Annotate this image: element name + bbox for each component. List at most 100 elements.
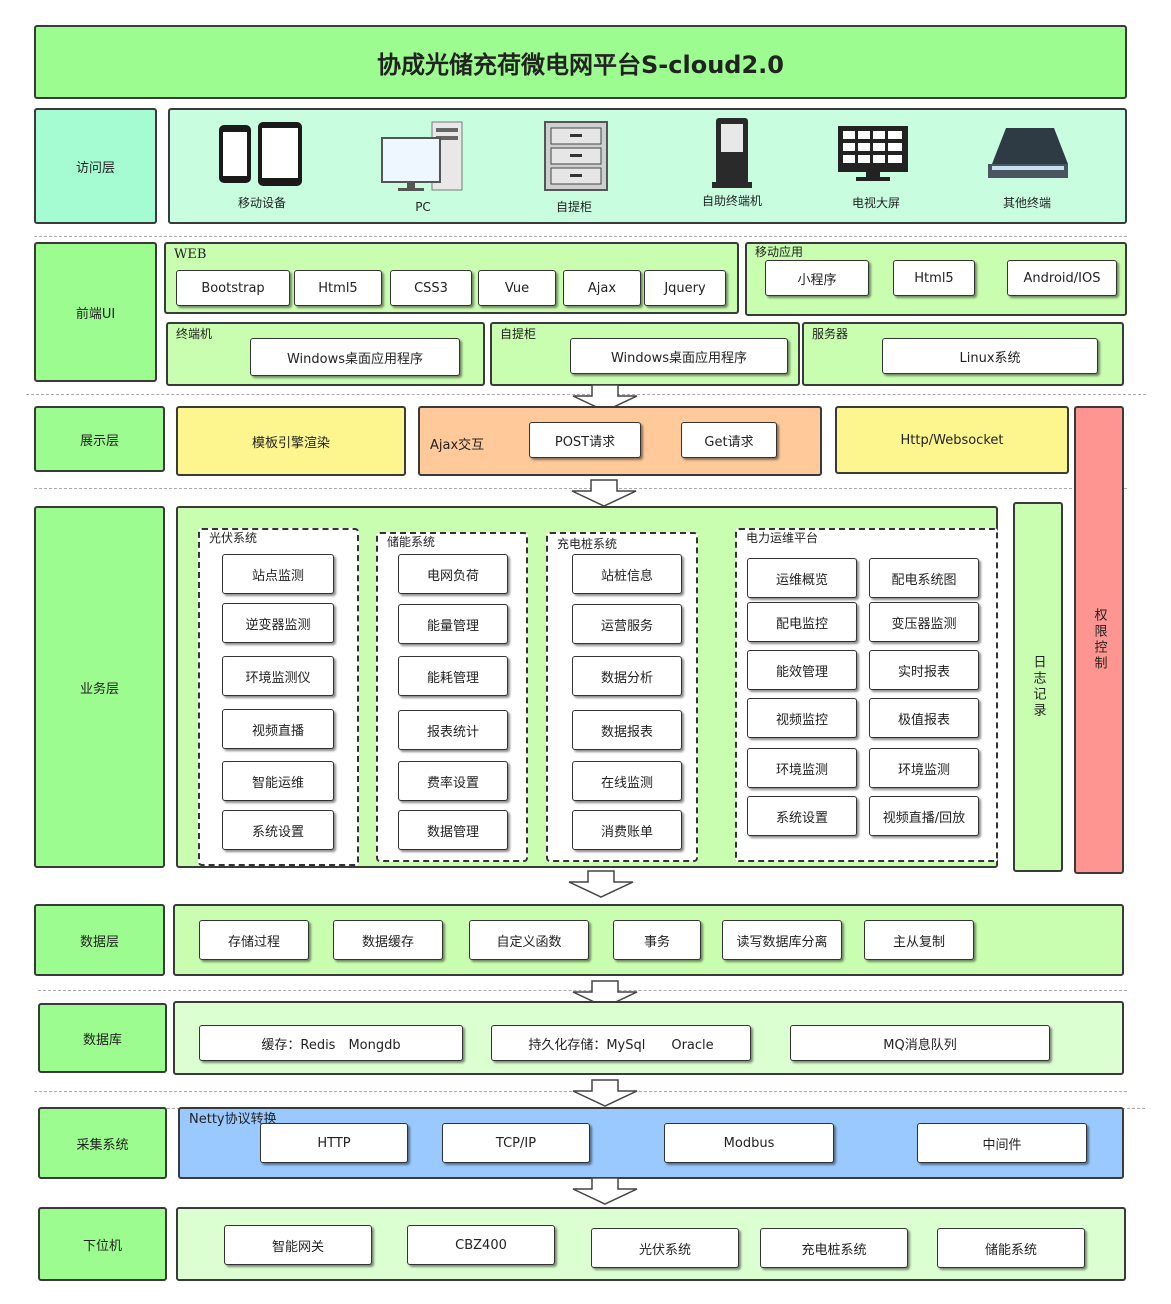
scanner-icon [984,124,1072,186]
charging-item: 在线监测 [572,761,682,801]
auth-control-label: 权限控制 [1091,608,1107,672]
mobile-devices-icon [216,122,306,188]
flow-arrow [571,479,637,507]
data-item: 主从复制 [864,920,974,960]
device-item: CBZ400 [407,1225,555,1265]
storage-item: 报表统计 [398,710,508,750]
access-device-label: PC [415,200,431,214]
flow-arrow [572,384,638,412]
log-record-box: 日志记录 [1013,502,1063,872]
business-panel: 光伏系统 站点监测 逆变器监测 环境监测仪 视频直播 智能运维 系统设置 储能系… [176,506,998,868]
om-item: 环境监测 [747,748,857,788]
web-item-ajax: Ajax [563,270,641,306]
http-websocket-box: Http/Websocket [835,406,1069,474]
pv-item: 系统设置 [222,810,334,850]
data-item: 自定义函数 [469,920,589,960]
post-request: POST请求 [529,422,641,458]
access-device-label: 其他终端 [1002,196,1051,210]
layer-label-display: 展示层 [34,406,165,472]
storage-item: 费率设置 [398,761,508,801]
layer-label-frontend: 前端UI [34,242,157,382]
cabinet-panel: 自提柜 Windows桌面应用程序 [490,322,800,386]
flow-arrow [572,1079,638,1107]
om-item: 实时报表 [869,650,979,690]
ajax-panel: Ajax交互 POST请求 Get请求 [418,406,822,476]
charging-item: 消费账单 [572,810,682,850]
charging-item: 站桩信息 [572,554,682,594]
kiosk-icon [710,116,754,190]
web-item-vue: Vue [478,270,556,306]
web-item-css3: CSS3 [390,270,472,306]
layer-label-device: 下位机 [38,1207,167,1281]
pv-item: 视频直播 [222,709,334,749]
storage-item: 能耗管理 [398,656,508,696]
flow-arrow [572,1177,638,1205]
protocol-item: HTTP [260,1123,408,1163]
om-item: 变压器监测 [869,602,979,642]
pv-item: 环境监测仪 [222,656,334,696]
server-panel-title: 服务器 [812,327,849,341]
access-device-label: 移动设备 [237,196,286,210]
protocol-item: Modbus [664,1123,834,1163]
device-item: 充电桩系统 [760,1228,908,1268]
layer-divider [26,394,1146,395]
om-platform-group: 电力运维平台 运维概览 配电监控 能效管理 视频监控 环境监测 系统设置 配电系… [735,528,998,862]
storage-system-title: 储能系统 [387,535,436,549]
mobile-item-miniprogram: 小程序 [765,260,869,296]
page-title-bar: 协成光储充荷微电网平台S-cloud2.0 [34,25,1127,99]
device-item: 智能网关 [224,1225,372,1265]
data-item: 数据缓存 [333,920,443,960]
om-item: 视频监控 [747,698,857,738]
om-item: 视频直播/回放 [869,796,979,836]
om-item: 运维概览 [747,558,857,598]
layer-label-business: 业务层 [34,506,165,868]
pv-system-group: 光伏系统 站点监测 逆变器监测 环境监测仪 视频直播 智能运维 系统设置 [198,528,359,866]
terminal-item: Windows桌面应用程序 [250,338,460,376]
access-panel: 移动设备 PC 自提柜 自助终端机 [168,108,1127,224]
om-platform-title: 电力运维平台 [746,531,819,545]
web-item-bootstrap: Bootstrap [176,270,290,306]
web-item-jquery: Jquery [644,270,726,306]
om-item: 极值报表 [869,698,979,738]
pv-item: 智能运维 [222,761,334,801]
charging-item: 数据分析 [572,656,682,696]
layer-label-data: 数据层 [34,904,165,976]
storage-item: 数据管理 [398,810,508,850]
om-item: 系统设置 [747,796,857,836]
pv-system-title: 光伏系统 [209,531,258,545]
web-item-html5: Html5 [294,270,382,306]
data-item: 读写数据库分离 [722,920,842,960]
server-panel: 服务器 Linux系统 [802,322,1124,386]
data-layer-panel: 存储过程 数据缓存 自定义函数 事务 读写数据库分离 主从复制 [173,904,1124,976]
access-device-label: 电视大屏 [851,196,900,210]
page-title: 协成光储充荷微电网平台S-cloud2.0 [377,50,784,79]
get-request: Get请求 [681,422,777,458]
mobile-app-panel: 移动应用 小程序 Html5 Android/IOS [745,242,1127,316]
database-panel: 缓存：Redis Mongdb 持久化存储：MySql Oracle MQ消息队… [173,1001,1124,1075]
layer-divider [38,990,1127,991]
om-item: 配电监控 [747,602,857,642]
layer-label-collection: 采集系统 [38,1107,167,1179]
netty-panel: Netty协议转换 HTTP TCP/IP Modbus 中间件 [178,1107,1124,1179]
storage-item: 电网负荷 [398,554,508,594]
charging-item: 数据报表 [572,710,682,750]
om-item: 配电系统图 [869,558,979,598]
protocol-item: 中间件 [917,1123,1087,1163]
layer-divider [34,488,1127,489]
template-engine-box: 模板引擎渲染 [176,406,406,476]
om-item: 环境监测 [869,748,979,788]
protocol-item: TCP/IP [442,1123,590,1163]
pv-item: 逆变器监测 [222,603,334,643]
charging-item: 运营服务 [572,604,682,644]
web-panel-title: WEB [174,247,207,262]
mobile-item-android-ios: Android/IOS [1007,260,1117,296]
layer-divider [34,236,1127,237]
pc-icon [380,120,466,194]
pv-item: 站点监测 [222,554,334,594]
device-panel: 智能网关 CBZ400 光伏系统 充电桩系统 储能系统 [176,1207,1126,1281]
log-record-label: 日志记录 [1030,655,1046,719]
storage-system-group: 储能系统 电网负荷 能量管理 能耗管理 报表统计 费率设置 数据管理 [376,532,528,862]
mobile-app-title: 移动应用 [755,245,804,259]
terminal-panel: 终端机 Windows桌面应用程序 [166,322,485,386]
auth-control-box: 权限控制 [1074,406,1124,874]
